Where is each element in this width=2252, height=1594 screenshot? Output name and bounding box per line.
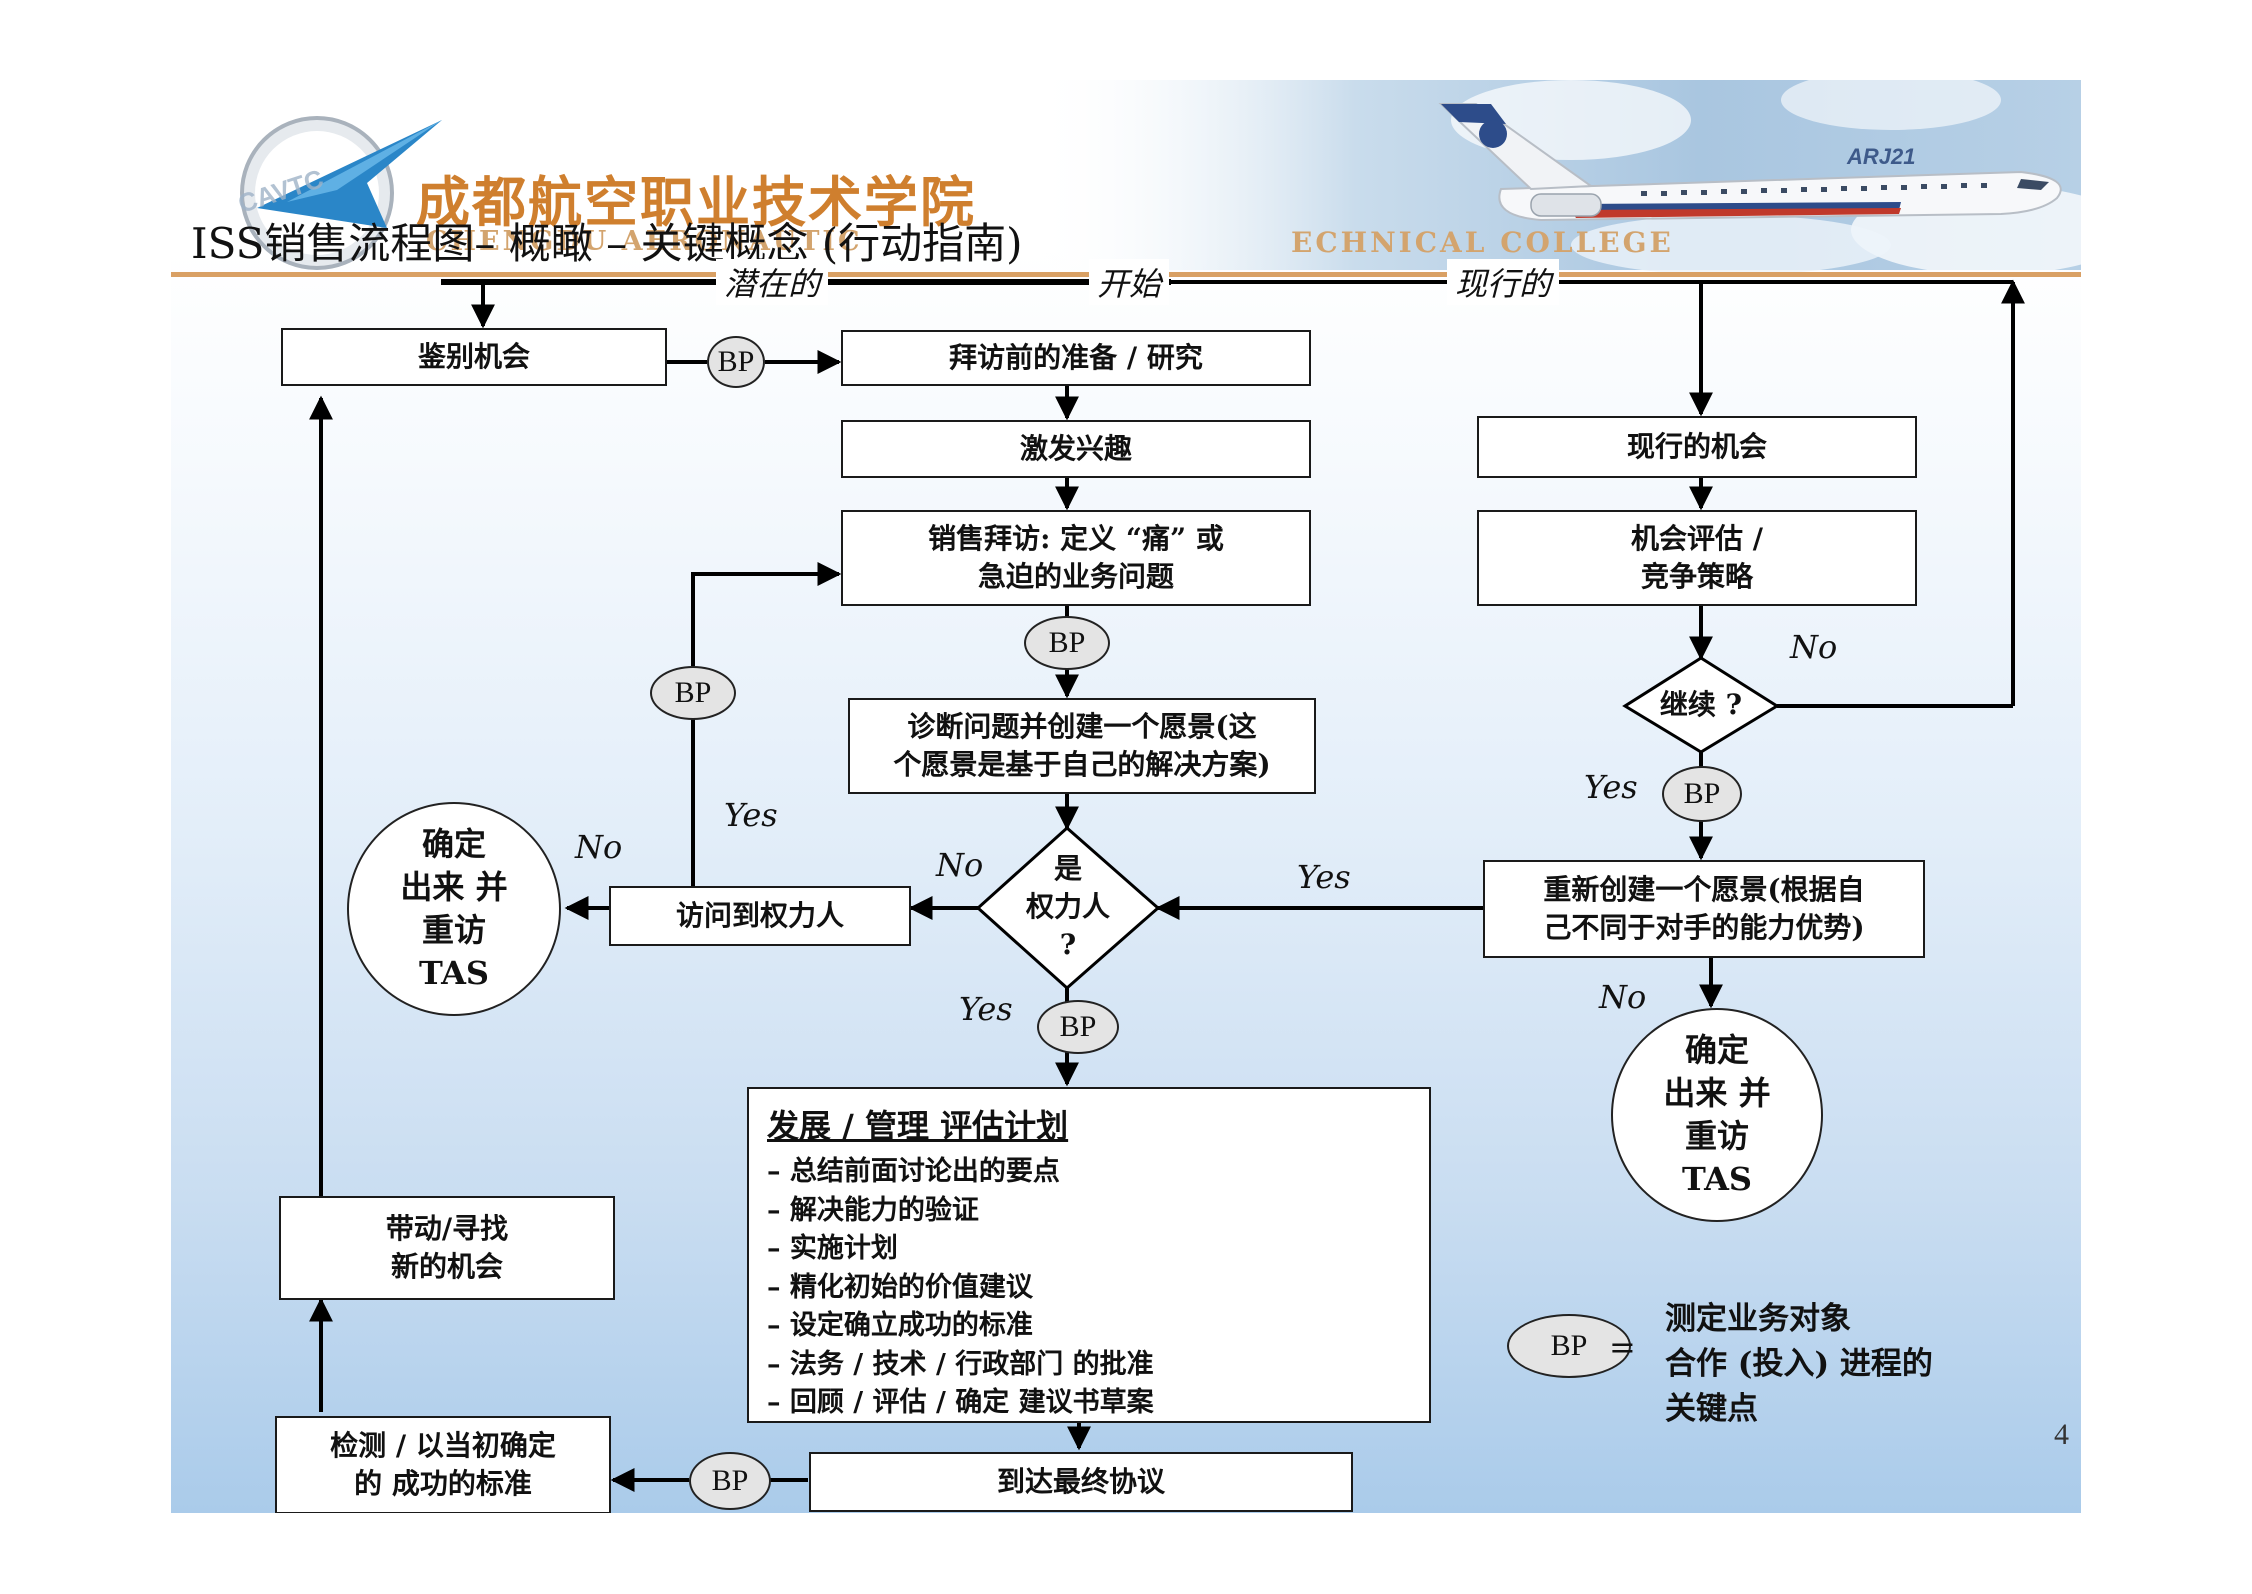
label-yes-access: Yes — [724, 796, 778, 834]
box-final-agreement: 到达最终协议 — [809, 1452, 1353, 1512]
legend-bp-marker: BP — [1507, 1314, 1631, 1378]
bp-to-salescall — [691, 562, 842, 666]
plan-item: – 回顾 / 评估 / 确定 建议书草案 — [767, 1387, 1154, 1418]
bp-marker: BP — [707, 336, 765, 388]
slide-title: ISS销售流程图– 概瞰 – 关键概念 (行动指南) — [191, 219, 1023, 268]
plan-item: – 精化初始的价值建议 — [767, 1271, 1033, 1303]
label-yes-recreate: Yes — [1297, 858, 1351, 896]
plan-list: – 总结前面讨论出的要点 – 解决能力的验证 – 实施计划 – 精化初始的价值建… — [767, 1153, 1429, 1423]
bp-marker: BP — [650, 666, 736, 720]
box-current-opportunity: 现行的机会 — [1477, 416, 1917, 478]
box-stimulate-interest: 激发兴趣 — [841, 420, 1311, 478]
plan-item: – 总结前面讨论出的要点 — [767, 1156, 1060, 1187]
page-number: 4 — [2054, 1418, 2069, 1451]
tas-circle-left: 确定 出来 并 重访 TAS — [347, 802, 561, 1016]
label-yes-continue: Yes — [1584, 768, 1638, 806]
plan-item: – 设定确立成功的标准 — [767, 1310, 1033, 1341]
box-recreate-vision: 重新创建一个愿景(根据自 己不同于对手的能力优势) — [1483, 860, 1925, 958]
bp-marker: BP — [1024, 616, 1110, 670]
evaluation-plan-box: 发展 / 管理 评估计划 – 总结前面讨论出的要点 – 解决能力的验证 – 实施… — [747, 1087, 1431, 1423]
plan-item: – 法务 / 技术 / 行政部门 的批准 — [767, 1348, 1154, 1380]
slide: CAVTC ARJ21 成都航空职业技术学院 CHENGDU AERONAUTI… — [171, 80, 2081, 1513]
label-no-continue: No — [1790, 628, 1838, 666]
box-check-success-criteria: 检测 / 以当初确定 的 成功的标准 — [275, 1416, 611, 1513]
box-identify-opportunity: 鉴别机会 — [281, 328, 667, 386]
power-decision-diamond — [975, 825, 1161, 991]
legend-text: 测定业务对象 合作 (投入) 进程的 关键点 — [1665, 1301, 1933, 1427]
plan-item: – 解决能力的验证 — [767, 1194, 979, 1226]
power-decision-text: 是 权力人 ? — [1025, 852, 1110, 961]
label-start: 开始 — [1089, 259, 1170, 305]
continue-decision-diamond — [1622, 656, 1780, 754]
plan-item: – 实施计划 — [767, 1233, 898, 1264]
bp-marker: BP — [1662, 766, 1742, 822]
school-name-en-right: ECHNICAL COLLEGE — [1291, 226, 1674, 259]
plan-title: 发展 / 管理 评估计划 — [767, 1107, 1069, 1145]
box-diagnose-vision: 诊断问题并创建一个愿景(这 个愿景是基于自己的解决方案) — [848, 698, 1316, 794]
box-precall-research: 拜访前的准备 / 研究 — [841, 330, 1311, 386]
box-access-power: 访问到权力人 — [609, 886, 911, 946]
airplane-illustration — [1438, 103, 2062, 222]
school-name-en-left: CHENGDU AERONAUTIC — [426, 226, 863, 257]
legend-equals: = — [1609, 1328, 1636, 1366]
box-drive-new-opportunity: 带动/寻找 新的机会 — [279, 1196, 615, 1300]
label-current: 现行的 — [1447, 259, 1560, 305]
continue-decision-text: 继续 ? — [1659, 688, 1743, 721]
logo-emblem — [240, 116, 442, 270]
label-no-access: No — [575, 828, 623, 866]
school-name-cn: 成都航空职业技术学院 — [416, 170, 976, 234]
bp-marker: BP — [689, 1452, 771, 1510]
airplane-label: ARJ21 — [1847, 144, 1916, 169]
flow-connectors — [309, 279, 2025, 1492]
box-evaluate-strategy: 机会评估 / 竞争策略 — [1477, 510, 1917, 606]
label-yes-power: Yes — [959, 990, 1013, 1028]
label-no-recreate: No — [1599, 978, 1647, 1016]
label-no-power: No — [936, 846, 984, 884]
tas-circle-right: 确定 出来 并 重访 TAS — [1611, 1008, 1823, 1222]
bp-marker: BP — [1037, 1000, 1119, 1054]
box-sales-call: 销售拜访: 定义 “痛” 或 急迫的业务问题 — [841, 510, 1311, 606]
label-potential: 潜在的 — [716, 259, 829, 305]
